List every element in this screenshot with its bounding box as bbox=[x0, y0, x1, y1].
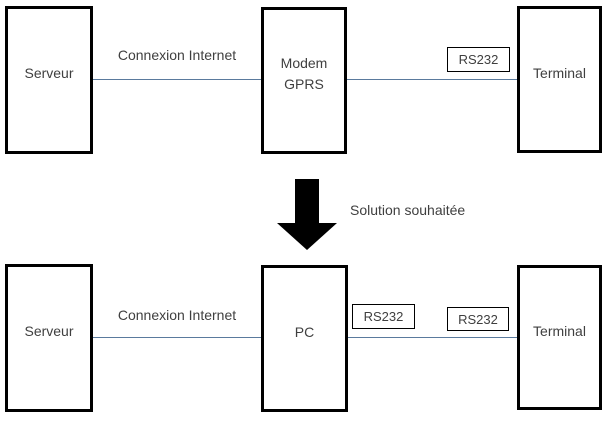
internet-connection-label-bottom: Connexion Internet bbox=[117, 307, 237, 323]
modem-label-line1: Modem bbox=[280, 55, 328, 71]
server-box-bottom: Serveur bbox=[5, 264, 93, 412]
server-label-bottom: Serveur bbox=[24, 323, 74, 339]
terminal-label-bottom: Terminal bbox=[533, 322, 586, 339]
terminal-label-top: Terminal bbox=[533, 64, 586, 81]
rs232-box-bottom-right: RS232 bbox=[447, 307, 509, 331]
terminal-box-bottom: Terminal bbox=[517, 265, 602, 410]
internet-connection-label-top: Connexion Internet bbox=[117, 47, 237, 63]
rs232-label-top: RS232 bbox=[458, 52, 499, 67]
pc-box: PC bbox=[261, 265, 348, 412]
modem-gprs-box: Modem GPRS bbox=[261, 7, 347, 154]
rs232-box-top: RS232 bbox=[447, 47, 510, 72]
transition-label: Solution souhaitée bbox=[350, 202, 466, 218]
rs232-connector-top bbox=[347, 79, 517, 80]
rs232-label-bottom-left: RS232 bbox=[363, 309, 404, 324]
server-box-top: Serveur bbox=[5, 6, 93, 154]
rs232-connector-bottom bbox=[348, 337, 517, 338]
internet-connector-top bbox=[93, 79, 261, 80]
modem-label-line2: GPRS bbox=[284, 76, 324, 92]
pc-label: PC bbox=[294, 323, 315, 340]
down-arrow-icon bbox=[276, 179, 338, 251]
internet-connector-bottom bbox=[93, 337, 261, 338]
terminal-box-top: Terminal bbox=[517, 6, 602, 153]
server-label-top: Serveur bbox=[24, 65, 74, 81]
rs232-box-bottom-left: RS232 bbox=[352, 304, 415, 329]
rs232-label-bottom-right: RS232 bbox=[458, 311, 498, 327]
